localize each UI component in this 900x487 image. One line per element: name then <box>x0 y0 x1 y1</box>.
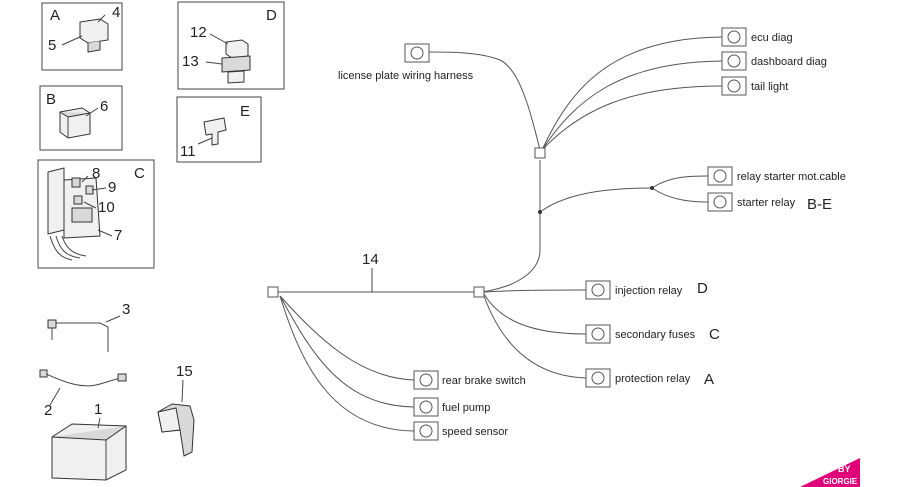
part-number-10: 10 <box>98 199 115 216</box>
part-number-1: 1 <box>94 401 102 418</box>
boot-part-15: 15 <box>157 363 195 457</box>
panel-b: B 6 <box>39 85 123 151</box>
part-number-13: 13 <box>182 53 199 70</box>
fuse-icon <box>197 117 227 146</box>
connector-label: protection relay <box>615 373 691 385</box>
panel-a: A 4 5 <box>41 2 123 71</box>
connector-box <box>404 43 430 63</box>
part-number-15: 15 <box>176 363 193 380</box>
connector-icon <box>419 424 433 438</box>
panel-d: D 12 13 <box>177 1 285 90</box>
connector-ecu-diag: ecu diag <box>721 27 793 47</box>
connector-dashboard-diag: dashboard diag <box>721 51 827 71</box>
connector-label: license plate wiring harness <box>338 70 474 82</box>
cable-part-3: 3 <box>47 301 130 352</box>
connector-icon <box>727 79 741 93</box>
connector-protection-relay: protection relay A <box>585 368 714 388</box>
connector-icon <box>591 283 605 297</box>
connector-label: dashboard diag <box>751 56 827 68</box>
part-number-5: 5 <box>48 37 56 54</box>
panel-reference: D <box>697 280 708 297</box>
fuse-box-icon <box>47 167 113 261</box>
connector-box <box>721 27 747 47</box>
connector-box <box>585 324 611 344</box>
connector-label: injection relay <box>615 285 683 297</box>
connector-label: rear brake switch <box>442 375 526 387</box>
part-number-7: 7 <box>114 227 122 244</box>
connector-relay-starter-cable: relay starter mot.cable <box>707 166 846 186</box>
connector-box <box>585 280 611 300</box>
connector-starter-relay: starter relay B-E <box>707 192 832 213</box>
connector-label: ecu diag <box>751 32 793 44</box>
connector-box <box>707 192 733 212</box>
panel-b-letter: B <box>46 91 56 108</box>
relay-part-icon <box>205 33 251 84</box>
logo-text-top: BY <box>838 464 851 474</box>
connector-rear-brake-switch: rear brake switch <box>413 370 526 390</box>
connector-box <box>721 51 747 71</box>
panel-reference: A <box>704 371 714 388</box>
panel-e-letter: E <box>240 103 250 120</box>
part-number-9: 9 <box>108 179 116 196</box>
panel-a-letter: A <box>50 7 60 24</box>
part-number-6: 6 <box>100 98 108 115</box>
relay-part-icon <box>61 14 109 53</box>
cable-part-2: 2 <box>39 369 127 419</box>
connector-injection-relay: injection relay D <box>585 280 708 300</box>
part-number-14: 14 <box>362 251 379 268</box>
panel-reference: C <box>709 326 720 343</box>
part-number-2: 2 <box>44 402 52 419</box>
junction-top <box>534 147 546 159</box>
connector-secondary-fuses: secondary fuses C <box>585 324 720 344</box>
connector-speed-sensor: speed sensor <box>413 421 508 441</box>
connector-icon <box>727 54 741 68</box>
panel-c-letter: C <box>134 165 145 182</box>
connector-icon <box>419 373 433 387</box>
connector-box <box>413 370 439 390</box>
connector-icon <box>713 169 727 183</box>
connector-box <box>413 397 439 417</box>
brand-logo: BY GIORGIE <box>800 458 860 487</box>
connector-label: tail light <box>751 81 788 93</box>
part-number-11: 11 <box>180 143 196 160</box>
relay-part-icon <box>59 107 99 139</box>
harness-wires: 14 <box>276 36 723 432</box>
part-number-12: 12 <box>190 24 207 41</box>
connector-icon <box>591 371 605 385</box>
battery-part-1: 1 <box>51 401 127 481</box>
connector-box <box>721 76 747 96</box>
part-number-8: 8 <box>92 165 100 182</box>
connector-icon <box>713 195 727 209</box>
connector-fuel-pump: fuel pump <box>413 397 490 417</box>
connector-license-plate: license plate wiring harness <box>338 43 474 82</box>
connector-icon <box>410 46 424 60</box>
connector-label: relay starter mot.cable <box>737 171 846 183</box>
panel-e: E 11 <box>176 96 262 163</box>
junction-middle <box>473 286 485 298</box>
part-number-3: 3 <box>122 301 130 318</box>
part-number-4: 4 <box>112 4 120 21</box>
connector-box <box>413 421 439 441</box>
connector-label: starter relay <box>737 197 796 209</box>
connector-icon <box>419 400 433 414</box>
connector-icon <box>727 30 741 44</box>
connector-box <box>585 368 611 388</box>
connector-label: secondary fuses <box>615 329 696 341</box>
connector-label: fuel pump <box>442 402 490 414</box>
connector-tail-light: tail light <box>721 76 788 96</box>
logo-text-bottom: GIORGIE <box>823 477 858 486</box>
connector-icon <box>591 327 605 341</box>
connector-label: speed sensor <box>442 426 508 438</box>
panel-d-letter: D <box>266 7 277 24</box>
panel-reference: B-E <box>807 196 832 213</box>
connector-box <box>707 166 733 186</box>
junction-left <box>267 286 279 298</box>
panel-c: C 8 9 10 7 <box>37 159 155 269</box>
